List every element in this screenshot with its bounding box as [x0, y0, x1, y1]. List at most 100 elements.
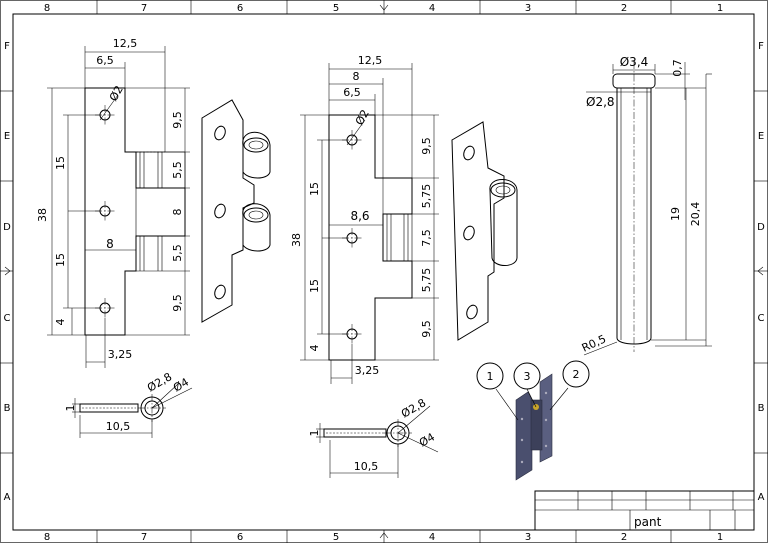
zone-col-label: 1 — [717, 3, 723, 14]
zone-col-label: 2 — [621, 3, 627, 14]
middle-section-view: 1 Ø2,8 Ø4 10,5 — [308, 396, 439, 478]
dim-hole-dia: Ø2 — [107, 83, 126, 103]
zone-row-label: F — [4, 41, 10, 52]
assembly-knuckle — [530, 399, 543, 451]
assembly-leaf-left — [515, 391, 533, 481]
zone-row-label: B — [4, 403, 11, 414]
dim-seg: 8 — [171, 209, 184, 216]
zone-col-label: 5 — [333, 3, 339, 14]
dim-pitch-bottom: 15 — [308, 279, 321, 293]
dim-width-total: 12,5 — [113, 37, 138, 50]
dim-hole-offset: 3,25 — [108, 348, 133, 361]
dim-shank-length: 19 — [669, 207, 682, 221]
dim-inner-dia: Ø2,8 — [399, 396, 428, 420]
dim-knuckle-width: 8 — [106, 237, 114, 251]
zone-col-label: 7 — [141, 532, 147, 543]
balloon-3 — [513, 362, 541, 390]
left-leaf-view: 12,5 6,5 Ø2 38 15 15 4 9,5 5,5 8 5,5 9,5… — [36, 37, 190, 368]
zone-col-label: 8 — [44, 3, 50, 14]
zone-row-label: E — [4, 131, 10, 142]
dim-seg: 5,75 — [420, 184, 433, 209]
dim-height: 38 — [290, 233, 303, 247]
dim-width-half: 6,5 — [343, 86, 361, 99]
middle-iso-knuckle — [489, 179, 518, 266]
zone-col-label: 5 — [333, 532, 339, 543]
balloon-label: 2 — [573, 368, 580, 381]
zone-col-label: 4 — [429, 532, 435, 543]
zone-row-label: C — [4, 313, 11, 324]
dim-width-half: 6,5 — [96, 54, 114, 67]
dim-head-dia: Ø3,4 — [620, 55, 649, 69]
zone-col-label: 3 — [525, 532, 531, 543]
dim-length: 10,5 — [106, 420, 131, 433]
zone-labels-rows: F E D C B A F E D C B A — [3, 41, 765, 503]
zone-col-label: 6 — [237, 532, 243, 543]
left-iso-knuckle-top — [242, 131, 271, 179]
part-name: pant — [634, 515, 662, 529]
pin-view: Ø3,4 0,7 Ø2,8 19 20,4 R0,5 — [580, 55, 712, 356]
left-iso-knuckle-bottom — [242, 203, 271, 252]
zone-col-label: 4 — [429, 3, 435, 14]
zone-labels-top: 8 7 6 5 4 3 2 1 — [44, 3, 723, 14]
middle-knuckle-zone — [382, 213, 413, 262]
dim-seg: 7,5 — [420, 229, 433, 247]
dim-total-length: 20,4 — [689, 202, 702, 227]
dim-seg: 9,5 — [420, 320, 433, 338]
zone-col-label: 8 — [44, 532, 50, 543]
middle-leaf-view: 12,5 8 6,5 Ø2 38 15 15 4 9,5 5,75 7,5 5,… — [290, 54, 439, 384]
zone-row-label: A — [758, 492, 765, 503]
left-leaf-isometric — [201, 99, 271, 323]
dim-seg: 9,5 — [171, 294, 184, 312]
dim-thickness: 1 — [64, 405, 77, 412]
dim-inner-dia: Ø2,8 — [145, 370, 174, 394]
dim-thickness: 1 — [308, 430, 321, 437]
zone-row-label: D — [3, 222, 11, 233]
title-block: pant — [534, 490, 755, 531]
dim-pitch-top: 15 — [308, 182, 321, 196]
zone-row-label: F — [758, 41, 764, 52]
dim-hole-dia: Ø2 — [353, 107, 372, 127]
dim-hole-offset: 3,25 — [355, 364, 380, 377]
dim-seg: 9,5 — [420, 137, 433, 155]
dim-outer-dia: Ø4 — [417, 431, 437, 450]
dim-head-height: 0,7 — [671, 59, 684, 77]
dim-knuckle-width: 8,6 — [350, 209, 369, 223]
pin-shank — [616, 87, 652, 345]
zone-row-label: D — [757, 222, 765, 233]
dim-outer-dia: Ø4 — [171, 376, 191, 395]
zone-row-label: C — [758, 313, 765, 324]
dim-seg: 9,5 — [171, 111, 184, 129]
middle-leaf-isometric — [451, 121, 518, 341]
dim-length: 10,5 — [354, 460, 379, 473]
dim-pitch-top: 15 — [54, 156, 67, 170]
zone-row-label: B — [758, 403, 765, 414]
dim-width-total: 12,5 — [358, 54, 383, 67]
dim-seg: 5,75 — [420, 268, 433, 293]
zone-col-label: 2 — [621, 532, 627, 543]
dim-height: 38 — [36, 208, 49, 222]
balloon-label: 1 — [487, 370, 494, 383]
dim-seg: 5,5 — [171, 161, 184, 179]
middle-leaf-outline — [328, 114, 413, 361]
zone-row-label: A — [4, 492, 11, 503]
dim-width-8: 8 — [353, 70, 360, 83]
zone-labels-bottom: 8 7 6 5 4 3 2 1 — [44, 532, 723, 543]
zone-col-label: 3 — [525, 3, 531, 14]
assembly-view — [515, 373, 553, 481]
dim-edge-bottom: 4 — [308, 345, 321, 352]
dim-edge-bottom: 4 — [54, 319, 67, 326]
dim-seg: 5,5 — [171, 244, 184, 262]
balloon-label: 3 — [524, 370, 531, 383]
balloons: 1 3 2 — [476, 360, 590, 421]
balloon-2 — [562, 360, 590, 388]
zone-col-label: 7 — [141, 3, 147, 14]
zone-col-label: 1 — [717, 532, 723, 543]
dim-pitch-bottom: 15 — [54, 253, 67, 267]
zone-col-label: 6 — [237, 3, 243, 14]
zone-row-label: E — [758, 131, 764, 142]
balloon-1 — [476, 362, 504, 390]
sheet-inner-border — [12, 13, 755, 531]
